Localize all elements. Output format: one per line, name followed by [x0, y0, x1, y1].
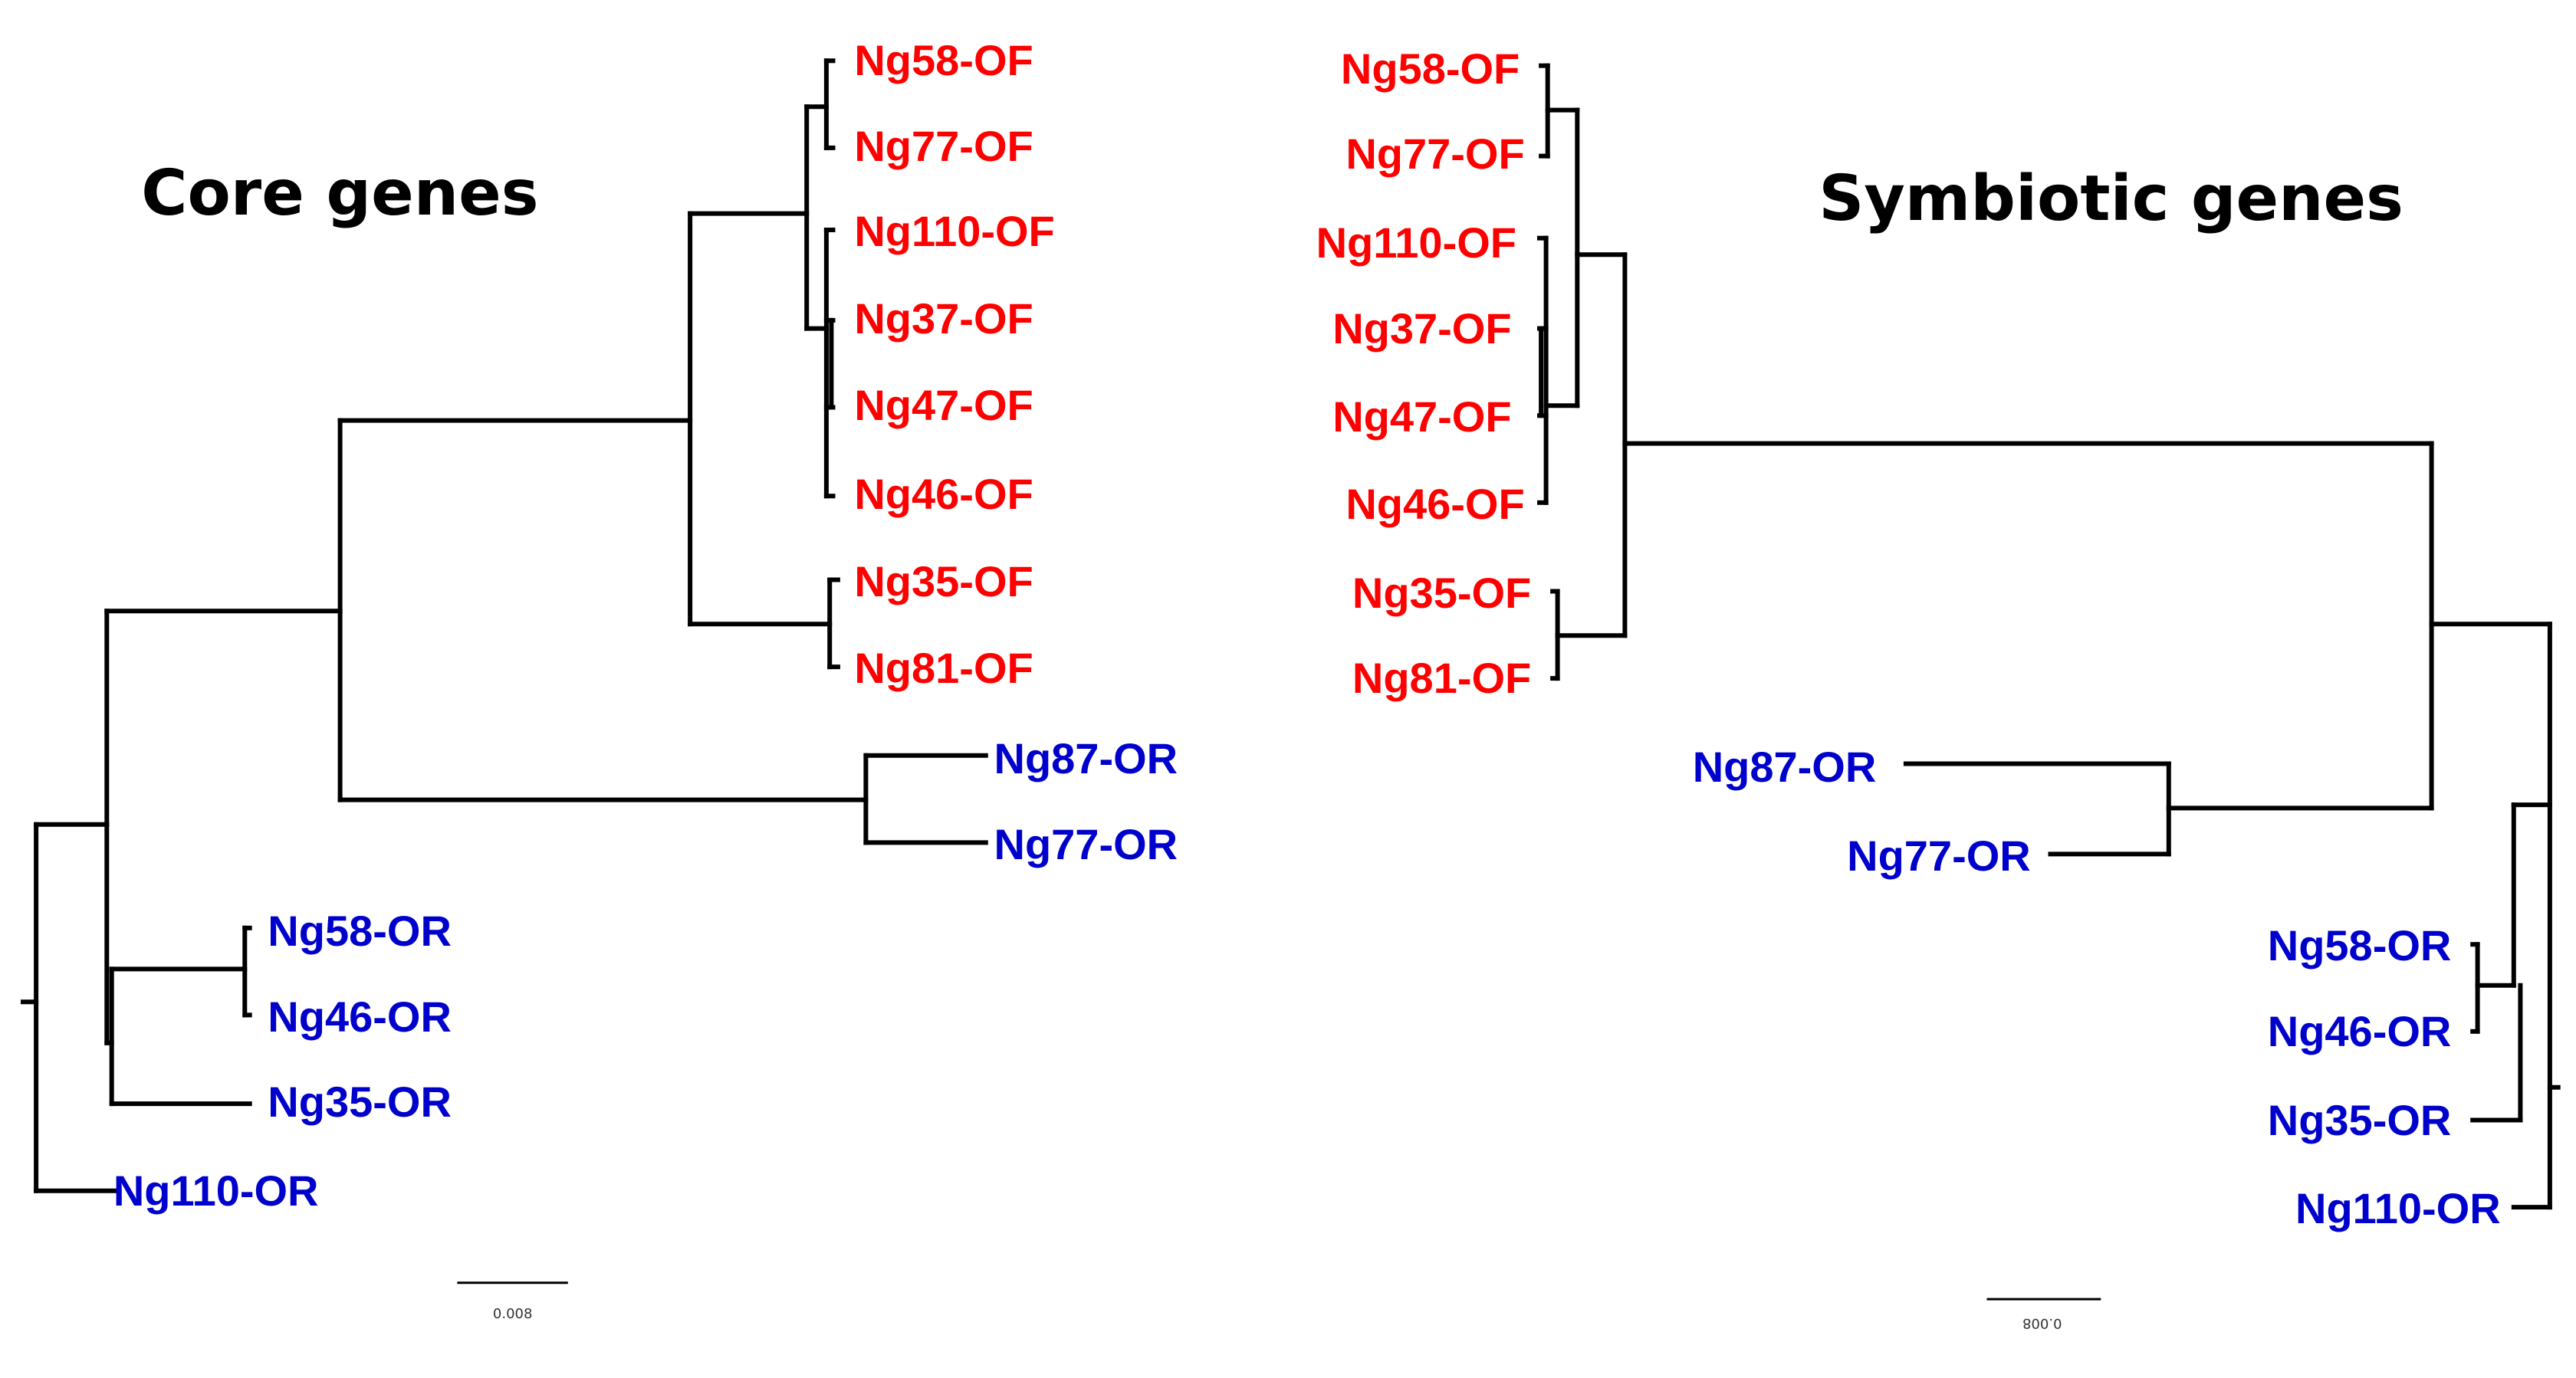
leaf-label-c-ng58-or: Ng58-OR — [268, 907, 452, 956]
leaf-label-s-ng110-or: Ng110-OR — [2295, 1184, 2501, 1233]
leaf-label-c-ng77-of: Ng77-OF — [854, 121, 1033, 170]
leaf-label-c-ng87-or: Ng87-OR — [994, 734, 1178, 783]
leaf-label-c-ng110-of: Ng110-OF — [854, 207, 1055, 256]
leaf-label-s-ng87-or: Ng87-OR — [1692, 742, 1877, 791]
leaf-label-s-ng81-of: Ng81-OF — [1352, 654, 1532, 703]
leaf-label-c-ng35-of: Ng35-OF — [854, 556, 1033, 605]
leaf-label-s-ng77-or: Ng77-OR — [1847, 831, 2031, 880]
leaf-label-c-ng35-or: Ng35-OR — [268, 1077, 452, 1126]
leaf-label-s-ng46-or: Ng46-OR — [2267, 1006, 2452, 1055]
leaf-label-s-ng35-or: Ng35-OR — [2267, 1095, 2452, 1144]
leaf-label-c-ng37-of: Ng37-OF — [854, 294, 1033, 343]
leaf-label-c-ng46-of: Ng46-OF — [854, 470, 1033, 519]
core-genes-title: Core genes — [141, 157, 539, 231]
leaf-label-s-ng46-of: Ng46-OF — [1346, 479, 1525, 528]
leaf-label-s-ng35-of: Ng35-OF — [1352, 568, 1532, 617]
leaf-label-c-ng58-of: Ng58-OF — [854, 36, 1033, 85]
leaf-label-c-ng77-or: Ng77-OR — [994, 819, 1178, 868]
leaf-label-s-ng110-of: Ng110-OF — [1316, 218, 1516, 267]
core-scale-bar-label: 0.008 — [492, 1305, 533, 1322]
leaf-label-s-ng58-or: Ng58-OR — [2267, 921, 2452, 970]
leaf-label-c-ng46-or: Ng46-OR — [268, 992, 452, 1041]
leaf-label-c-ng81-of: Ng81-OF — [854, 644, 1033, 693]
leaf-label-s-ng47-of: Ng47-OF — [1332, 392, 1512, 441]
symbiotic-scale-bar-label: 0.008 — [2022, 1314, 2062, 1331]
leaf-label-s-ng77-of: Ng77-OF — [1346, 130, 1525, 179]
leaf-label-s-ng58-of: Ng58-OF — [1340, 44, 1520, 93]
leaf-label-c-ng47-of: Ng47-OF — [854, 381, 1033, 430]
leaf-label-c-ng110-or: Ng110-OR — [113, 1166, 319, 1215]
leaf-label-s-ng37-of: Ng37-OF — [1332, 303, 1512, 353]
symbiotic-genes-title: Symbiotic genes — [1819, 162, 2404, 235]
